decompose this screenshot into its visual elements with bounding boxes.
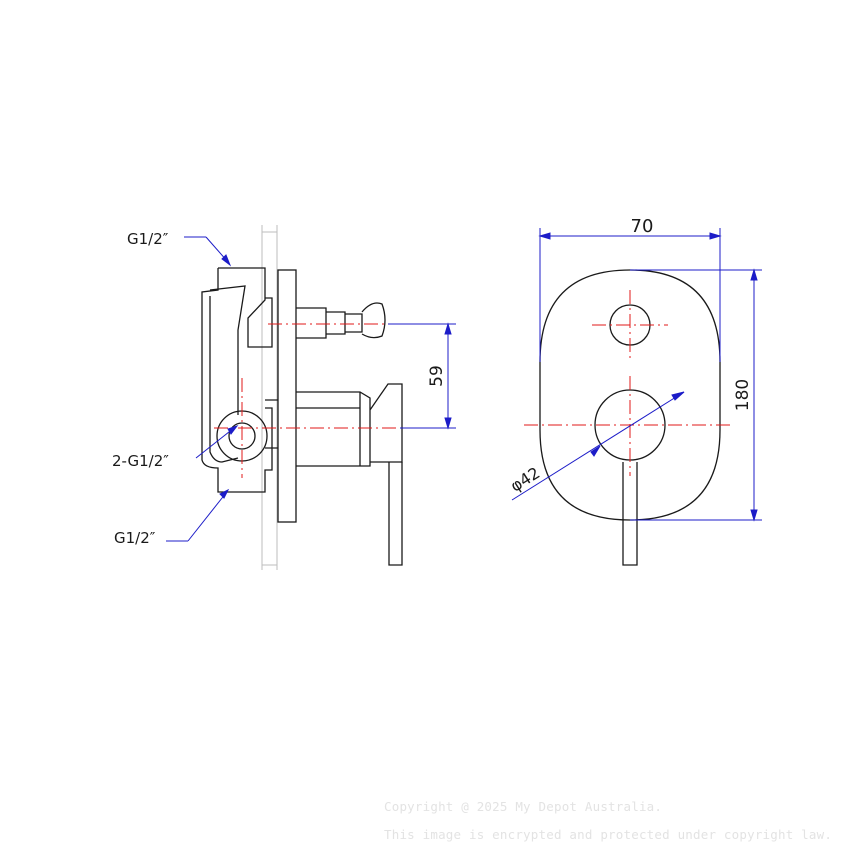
valve-body-inner xyxy=(209,285,246,463)
wall-hatch xyxy=(261,225,278,570)
connector-nubs xyxy=(265,399,278,449)
label-outlets: 2-G1/2″ xyxy=(112,452,169,470)
front-centerlines xyxy=(524,290,734,476)
wall-plate xyxy=(277,269,297,523)
watermark-line-2: This image is encrypted and protected un… xyxy=(384,827,833,842)
dim-text-diameter: φ42 xyxy=(507,463,543,495)
watermark-line-1: Copyright @ 2025 My Depot Australia. xyxy=(384,799,663,814)
top-spindle xyxy=(296,302,386,339)
side-dimension-59 xyxy=(388,322,456,430)
handle-body xyxy=(296,383,403,467)
oval-plate xyxy=(539,269,721,521)
lever xyxy=(388,462,403,566)
leader-lines xyxy=(166,236,239,542)
label-bottom-inlet: G1/2″ xyxy=(114,529,156,547)
dim-text-70: 70 xyxy=(631,216,654,237)
side-view xyxy=(201,225,403,570)
dim-text-180: 180 xyxy=(733,379,753,411)
front-lever xyxy=(622,462,638,566)
dim-text-59: 59 xyxy=(427,365,447,387)
label-top-inlet: G1/2″ xyxy=(127,230,169,248)
valve-body xyxy=(201,267,273,493)
front-dimensions xyxy=(511,228,762,522)
outlet-ring-inner xyxy=(228,422,256,450)
